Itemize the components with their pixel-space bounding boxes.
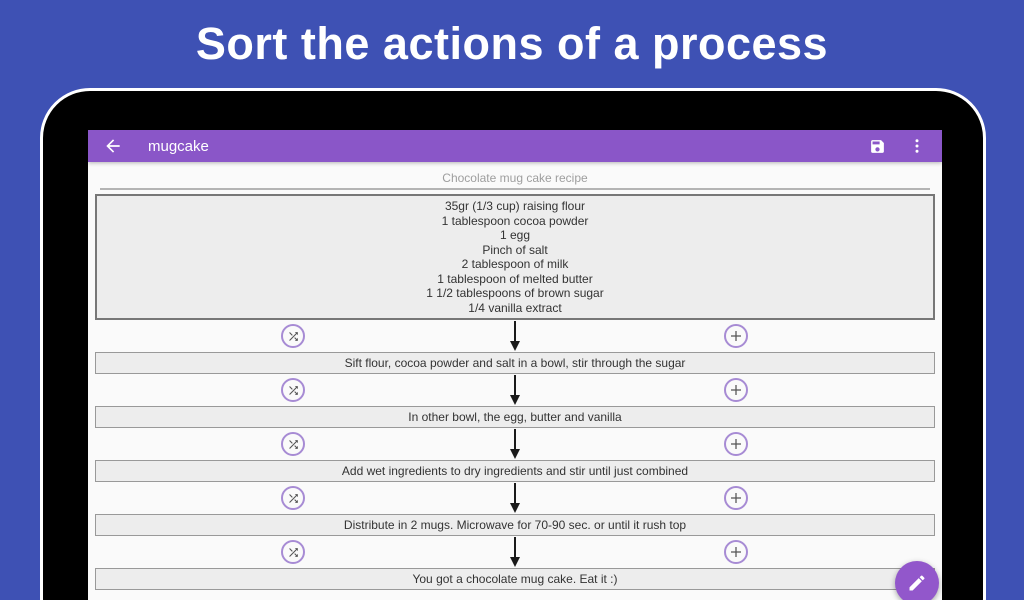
promo-banner: Sort the actions of a process [0, 0, 1024, 88]
down-arrow-icon [507, 537, 523, 572]
ingredient-line: 2 tablespoon of milk [461, 257, 569, 271]
overflow-menu-button[interactable] [904, 133, 930, 159]
promo-banner-title: Sort the actions of a process [195, 18, 829, 69]
shuffle-icon [287, 492, 300, 505]
swap-steps-button[interactable] [281, 324, 305, 348]
step-box[interactable]: You got a chocolate mug cake. Eat it :) [95, 568, 935, 590]
vertical-ellipsis-icon [908, 137, 926, 155]
ingredient-line: 1/4 vanilla extract [468, 300, 562, 315]
plus-icon [730, 384, 742, 396]
add-step-button[interactable] [724, 486, 748, 510]
down-arrow-icon [507, 375, 523, 410]
shuffle-icon [287, 330, 300, 343]
edit-fab-button[interactable] [895, 561, 939, 600]
ingredients-box[interactable]: 35gr (1/3 cup) raising flour 1 tablespoo… [95, 194, 935, 320]
toolbar-title: mugcake [148, 137, 209, 155]
connector-row [88, 482, 942, 514]
plus-icon [730, 546, 742, 558]
save-button[interactable] [864, 133, 890, 159]
back-button[interactable] [100, 133, 126, 159]
plus-icon [730, 330, 742, 342]
add-step-button[interactable] [724, 324, 748, 348]
add-step-button[interactable] [724, 540, 748, 564]
step-box[interactable]: Distribute in 2 mugs. Microwave for 70-9… [95, 514, 935, 536]
step-box[interactable]: In other bowl, the egg, butter and vanil… [95, 406, 935, 428]
app-screen: mugcake Chocolate mug cake recipe 35gr (… [88, 130, 942, 600]
swap-steps-button[interactable] [281, 540, 305, 564]
shuffle-icon [287, 546, 300, 559]
connector-row [88, 536, 942, 568]
down-arrow-icon [507, 483, 523, 518]
ingredient-line: 35gr (1/3 cup) raising flour [444, 199, 586, 213]
connector-row [88, 320, 942, 352]
add-step-button[interactable] [724, 432, 748, 456]
arrow-left-icon [103, 136, 123, 156]
floppy-disk-icon [869, 138, 886, 155]
shuffle-icon [287, 438, 300, 451]
swap-steps-button[interactable] [281, 432, 305, 456]
plus-icon [730, 492, 742, 504]
down-arrow-icon [507, 429, 523, 464]
down-arrow-icon [507, 321, 523, 356]
app-toolbar: mugcake [88, 130, 942, 162]
shuffle-icon [287, 384, 300, 397]
ingredient-line: 1 egg [499, 228, 531, 242]
add-step-button[interactable] [724, 378, 748, 402]
ingredient-line: Pinch of salt [482, 242, 548, 257]
plus-icon [730, 438, 742, 450]
swap-steps-button[interactable] [281, 378, 305, 402]
connector-row [88, 428, 942, 460]
step-box[interactable]: Sift flour, cocoa powder and salt in a b… [95, 352, 935, 374]
recipe-title-field[interactable]: Chocolate mug cake recipe [442, 171, 588, 185]
ingredient-line: 1 1/2 tablespoons of brown sugar [426, 286, 604, 300]
ingredient-line: 1 tablespoon cocoa powder [441, 213, 589, 228]
swap-steps-button[interactable] [281, 486, 305, 510]
ingredient-line: 1 tablespoon of melted butter [437, 271, 593, 286]
step-box[interactable]: Add wet ingredients to dry ingredients a… [95, 460, 935, 482]
connector-row [88, 374, 942, 406]
pencil-icon [907, 573, 927, 593]
recipe-title-underline [100, 188, 930, 190]
